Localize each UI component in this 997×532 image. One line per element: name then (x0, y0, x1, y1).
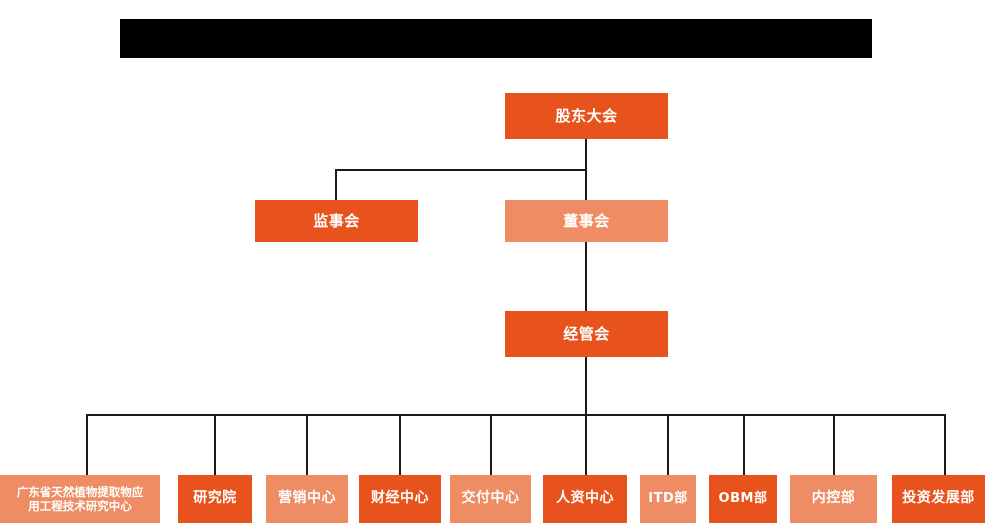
node-board-of-directors[interactable]: 董事会 (505, 200, 668, 242)
connector-level2-bar (335, 169, 587, 171)
node-internal-control-department[interactable]: 内控部 (790, 475, 877, 523)
connector-dept6-drop (585, 414, 587, 475)
connector-dept7-drop (667, 414, 669, 475)
node-label: 经管会 (563, 324, 610, 343)
node-label: 人资中心 (556, 490, 614, 507)
connector-dept10-drop (944, 414, 946, 475)
node-label: OBM部 (718, 490, 768, 506)
node-research-institute[interactable]: 研究院 (178, 475, 252, 523)
redacted-title-banner (120, 19, 872, 58)
node-hr-center[interactable]: 人资中心 (543, 475, 627, 523)
connector-dept8-drop (743, 414, 745, 475)
node-label: 董事会 (563, 211, 610, 230)
node-marketing-center[interactable]: 营销中心 (266, 475, 348, 523)
node-label: 研究院 (193, 490, 237, 507)
node-label: 交付中心 (461, 490, 520, 507)
node-label: 财经中心 (371, 490, 429, 507)
connector-directors-drop (585, 169, 587, 200)
node-label: 内控部 (811, 490, 856, 507)
node-label: 监事会 (313, 211, 360, 230)
connector-management-down (585, 357, 587, 416)
connector-directors-management (585, 242, 587, 311)
node-label: 广东省天然植物提取物应 用工程技术研究中心 (16, 484, 144, 513)
node-finance-center[interactable]: 财经中心 (359, 475, 441, 523)
connector-dept5-drop (490, 414, 492, 475)
connector-dept4-drop (399, 414, 401, 475)
node-guangdong-research-center[interactable]: 广东省天然植物提取物应 用工程技术研究中心 (0, 475, 160, 523)
connector-departments-bar (86, 414, 944, 416)
connector-dept1-drop (86, 414, 88, 475)
node-label: ITD部 (648, 490, 688, 506)
connector-supervisors-drop (335, 169, 337, 200)
node-board-of-supervisors[interactable]: 监事会 (255, 200, 418, 242)
node-shareholders-meeting[interactable]: 股东大会 (505, 93, 668, 139)
connector-dept9-drop (833, 414, 835, 475)
connector-shareholders-down (585, 139, 587, 170)
connector-dept2-drop (214, 414, 216, 475)
node-label: 股东大会 (555, 106, 618, 125)
node-obm-department[interactable]: OBM部 (709, 475, 777, 523)
node-delivery-center[interactable]: 交付中心 (450, 475, 531, 523)
connector-dept3-drop (306, 414, 308, 475)
node-itd-department[interactable]: ITD部 (640, 475, 696, 523)
node-label: 投资发展部 (902, 490, 975, 507)
node-investment-development-department[interactable]: 投资发展部 (892, 475, 985, 523)
node-label: 营销中心 (278, 490, 336, 507)
node-management-committee[interactable]: 经管会 (505, 311, 668, 357)
